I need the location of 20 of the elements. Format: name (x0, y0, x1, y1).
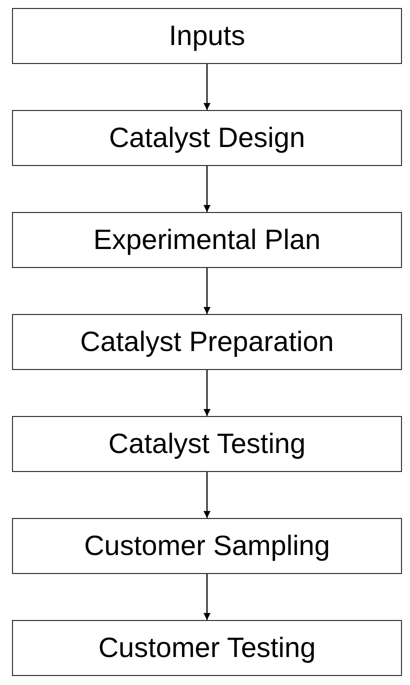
process-box (12, 110, 402, 166)
arrow (204, 574, 210, 620)
step-label: Catalyst Design (108, 122, 306, 154)
process-box (12, 416, 402, 472)
step-label: Customer Sampling (84, 530, 330, 562)
step-label: Inputs (168, 20, 246, 52)
arrow (204, 64, 210, 110)
process-box (12, 620, 402, 676)
arrow (204, 370, 210, 416)
step-label: Customer Testing (98, 632, 316, 664)
arrow (204, 268, 210, 314)
step-label: Catalyst Testing (108, 428, 306, 460)
arrow (204, 472, 210, 518)
process-box (12, 518, 402, 574)
process-box (12, 8, 402, 64)
process-box (12, 314, 402, 370)
process-box (12, 212, 402, 268)
step-label: Experimental Plan (93, 224, 321, 256)
step-label: Catalyst Preparation (80, 326, 334, 358)
arrow (204, 166, 210, 212)
